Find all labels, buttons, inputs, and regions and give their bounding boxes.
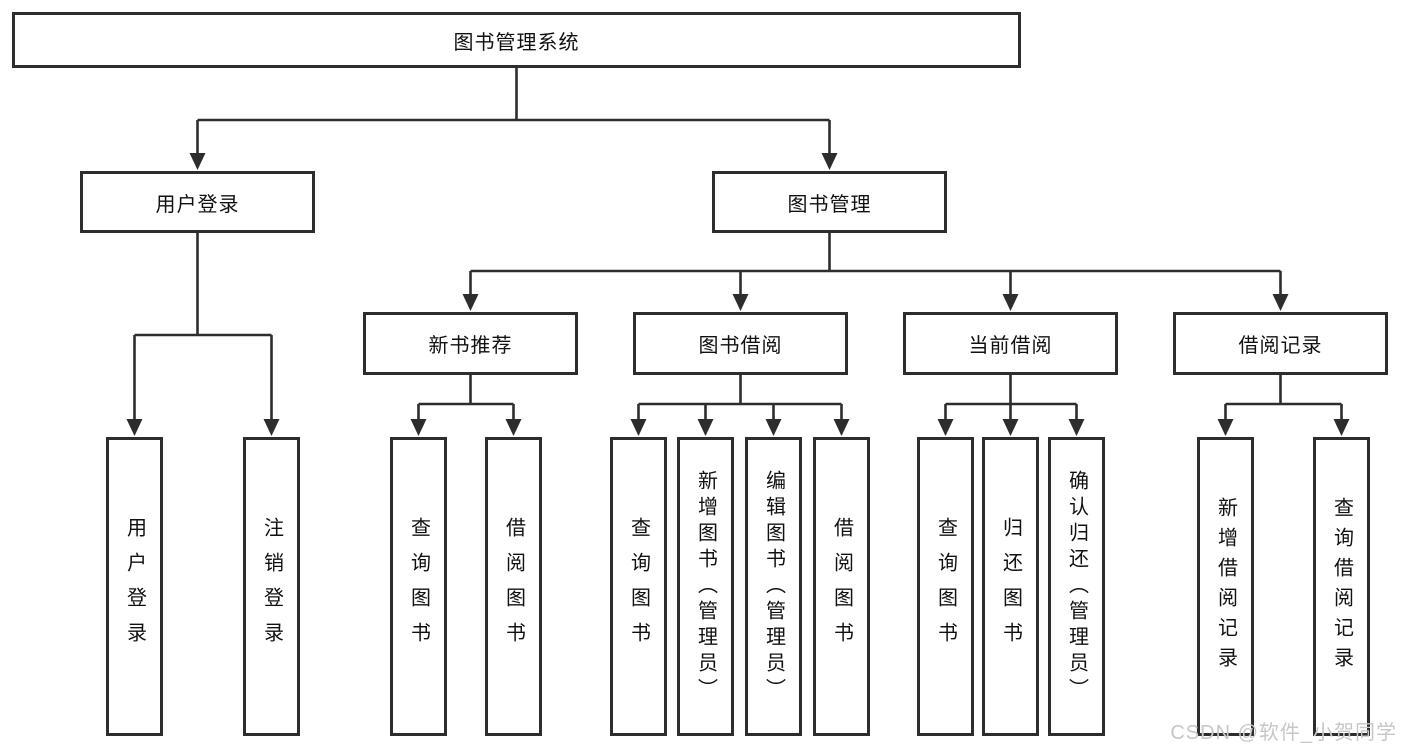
leaf-current-return-book: 归还图书 <box>982 437 1039 736</box>
group-label: 当前借阅 <box>968 335 1053 357</box>
node-book-manage-label: 图书管理 <box>787 193 872 216</box>
leaf-label: 查询借阅记录 <box>1330 496 1353 677</box>
connector-manage <box>462 233 1289 311</box>
leaf-label: 确认归还（管理员） <box>1065 469 1088 704</box>
node-book-manage: 图书管理 <box>712 171 947 233</box>
leaf-borrow-borrow-book: 借阅图书 <box>813 437 870 736</box>
leaf-label: 新增借阅记录 <box>1214 496 1237 677</box>
node-group-borrow-records: 借阅记录 <box>1173 312 1388 375</box>
leaf-label: 注销登录 <box>260 516 283 657</box>
group-label: 借阅记录 <box>1238 335 1323 357</box>
leaf-borrow-query-book: 查询图书 <box>610 437 667 736</box>
node-root-system: 图书管理系统 <box>12 12 1021 68</box>
node-user-login: 用户登录 <box>80 171 315 233</box>
leaf-label: 编辑图书（管理员） <box>762 469 785 704</box>
leaf-recommend-query-book: 查询图书 <box>390 437 447 736</box>
leaf-recommend-borrow-book: 借阅图书 <box>485 437 542 736</box>
connector-group-borrow <box>630 375 850 436</box>
connector-group-recommend <box>410 375 522 436</box>
node-group-current-borrow: 当前借阅 <box>903 312 1118 375</box>
leaf-borrow-edit-book-admin: 编辑图书（管理员） <box>745 437 802 736</box>
leaf-label: 查询图书 <box>627 516 650 657</box>
leaf-current-confirm-return-admin: 确认归还（管理员） <box>1048 437 1105 736</box>
leaf-label: 借阅图书 <box>830 516 853 657</box>
node-root-label: 图书管理系统 <box>453 31 580 54</box>
connector-login <box>126 233 280 436</box>
leaf-label: 查询图书 <box>407 516 430 657</box>
node-group-new-book-recommend: 新书推荐 <box>363 312 578 375</box>
leaf-label: 借阅图书 <box>502 516 525 657</box>
leaf-user-login: 用户登录 <box>106 437 163 736</box>
leaf-label: 新增图书（管理员） <box>694 469 717 704</box>
leaf-logout: 注销登录 <box>243 437 300 736</box>
connector-group-current <box>937 375 1085 436</box>
leaf-records-query-record: 查询借阅记录 <box>1313 437 1370 736</box>
node-user-login-label: 用户登录 <box>155 193 240 216</box>
leaf-current-query-book: 查询图书 <box>917 437 974 736</box>
leaf-records-add-record: 新增借阅记录 <box>1197 437 1254 736</box>
connector-group-records <box>1217 375 1350 436</box>
group-label: 图书借阅 <box>698 335 783 357</box>
node-group-book-borrow: 图书借阅 <box>633 312 848 375</box>
connector-root <box>189 68 838 170</box>
csdn-watermark: CSDN @软件_小贺同学 <box>1170 722 1397 744</box>
leaf-label: 用户登录 <box>123 516 146 657</box>
leaf-borrow-add-book-admin: 新增图书（管理员） <box>677 437 734 736</box>
group-label: 新书推荐 <box>428 335 513 357</box>
leaf-label: 归还图书 <box>999 516 1022 657</box>
leaf-label: 查询图书 <box>934 516 957 657</box>
